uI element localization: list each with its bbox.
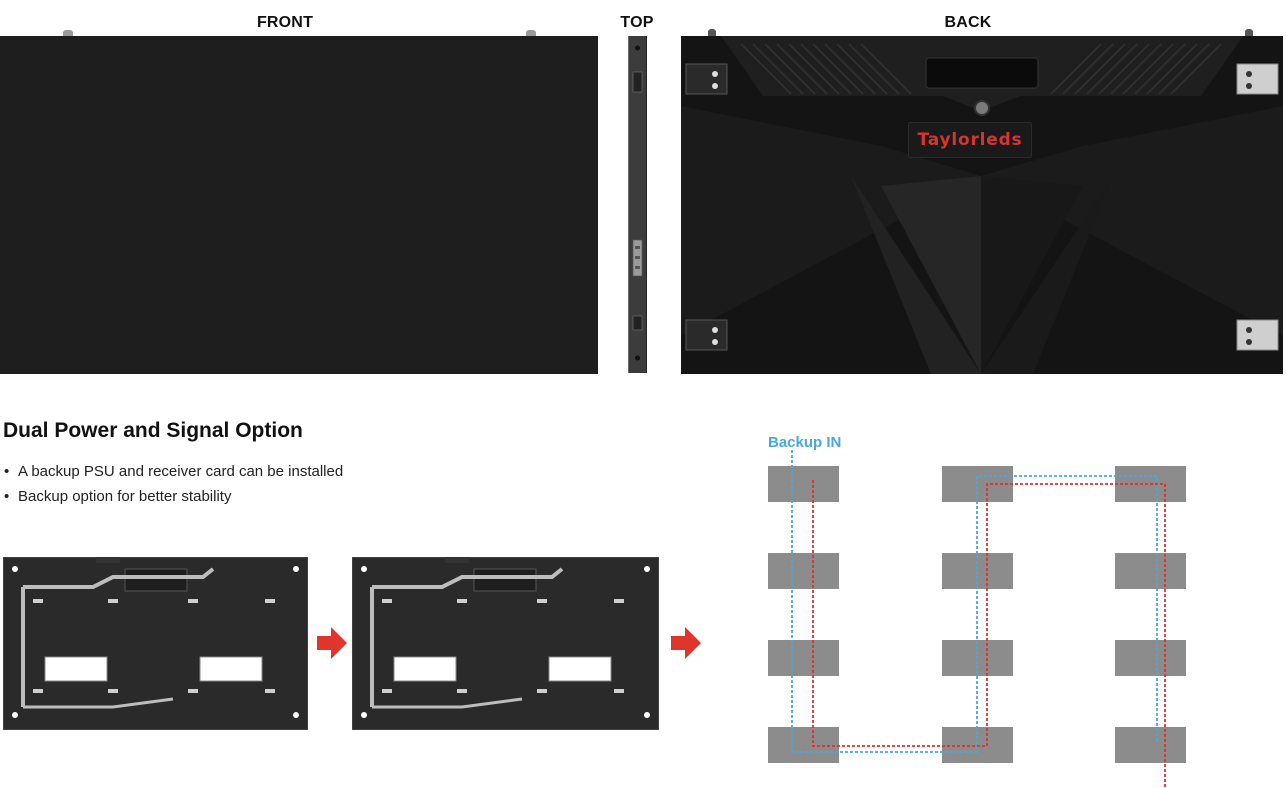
top-view-label: TOP [620, 14, 654, 31]
section-title: Dual Power and Signal Option [3, 419, 303, 442]
module-block [768, 727, 839, 763]
rear-interior-view-2 [351, 553, 660, 731]
back-mount-pin-left [708, 29, 716, 37]
front-mount-pin-right [526, 30, 536, 37]
module-block [1115, 727, 1186, 763]
arrow-right-icon [317, 627, 347, 659]
arrow-right-icon [671, 627, 701, 659]
module-block [1115, 640, 1186, 676]
feature-bullet: Backup option for better stability [4, 487, 343, 512]
back-panel-view: Taylorleds [681, 36, 1283, 374]
side-details [632, 45, 643, 361]
feature-text: Backup option for better stability [18, 488, 232, 505]
front-panel-view [0, 36, 598, 374]
backup-routing-diagram [768, 450, 1186, 788]
back-mount-pin-right [1245, 29, 1253, 37]
top-side-view [628, 36, 647, 373]
module-block [768, 640, 839, 676]
module-block [768, 466, 839, 502]
backup-signal-line [791, 450, 1158, 753]
front-view-label: FRONT [256, 14, 314, 31]
feature-text: A backup PSU and receiver card can be in… [18, 463, 344, 480]
feature-list: A backup PSU and receiver card can be in… [4, 462, 343, 512]
rear-interior-view-1 [2, 553, 309, 731]
back-view-label: BACK [944, 14, 992, 31]
main-signal-line [812, 480, 1166, 788]
front-mount-pin-left [63, 30, 73, 37]
feature-bullet: A backup PSU and receiver card can be in… [4, 462, 343, 487]
back-panel-shading [681, 36, 1283, 374]
module-block [1115, 553, 1186, 589]
brand-logo: Taylorleds [908, 122, 1032, 158]
module-block [768, 553, 839, 589]
backup-in-label: Backup IN [768, 434, 842, 451]
